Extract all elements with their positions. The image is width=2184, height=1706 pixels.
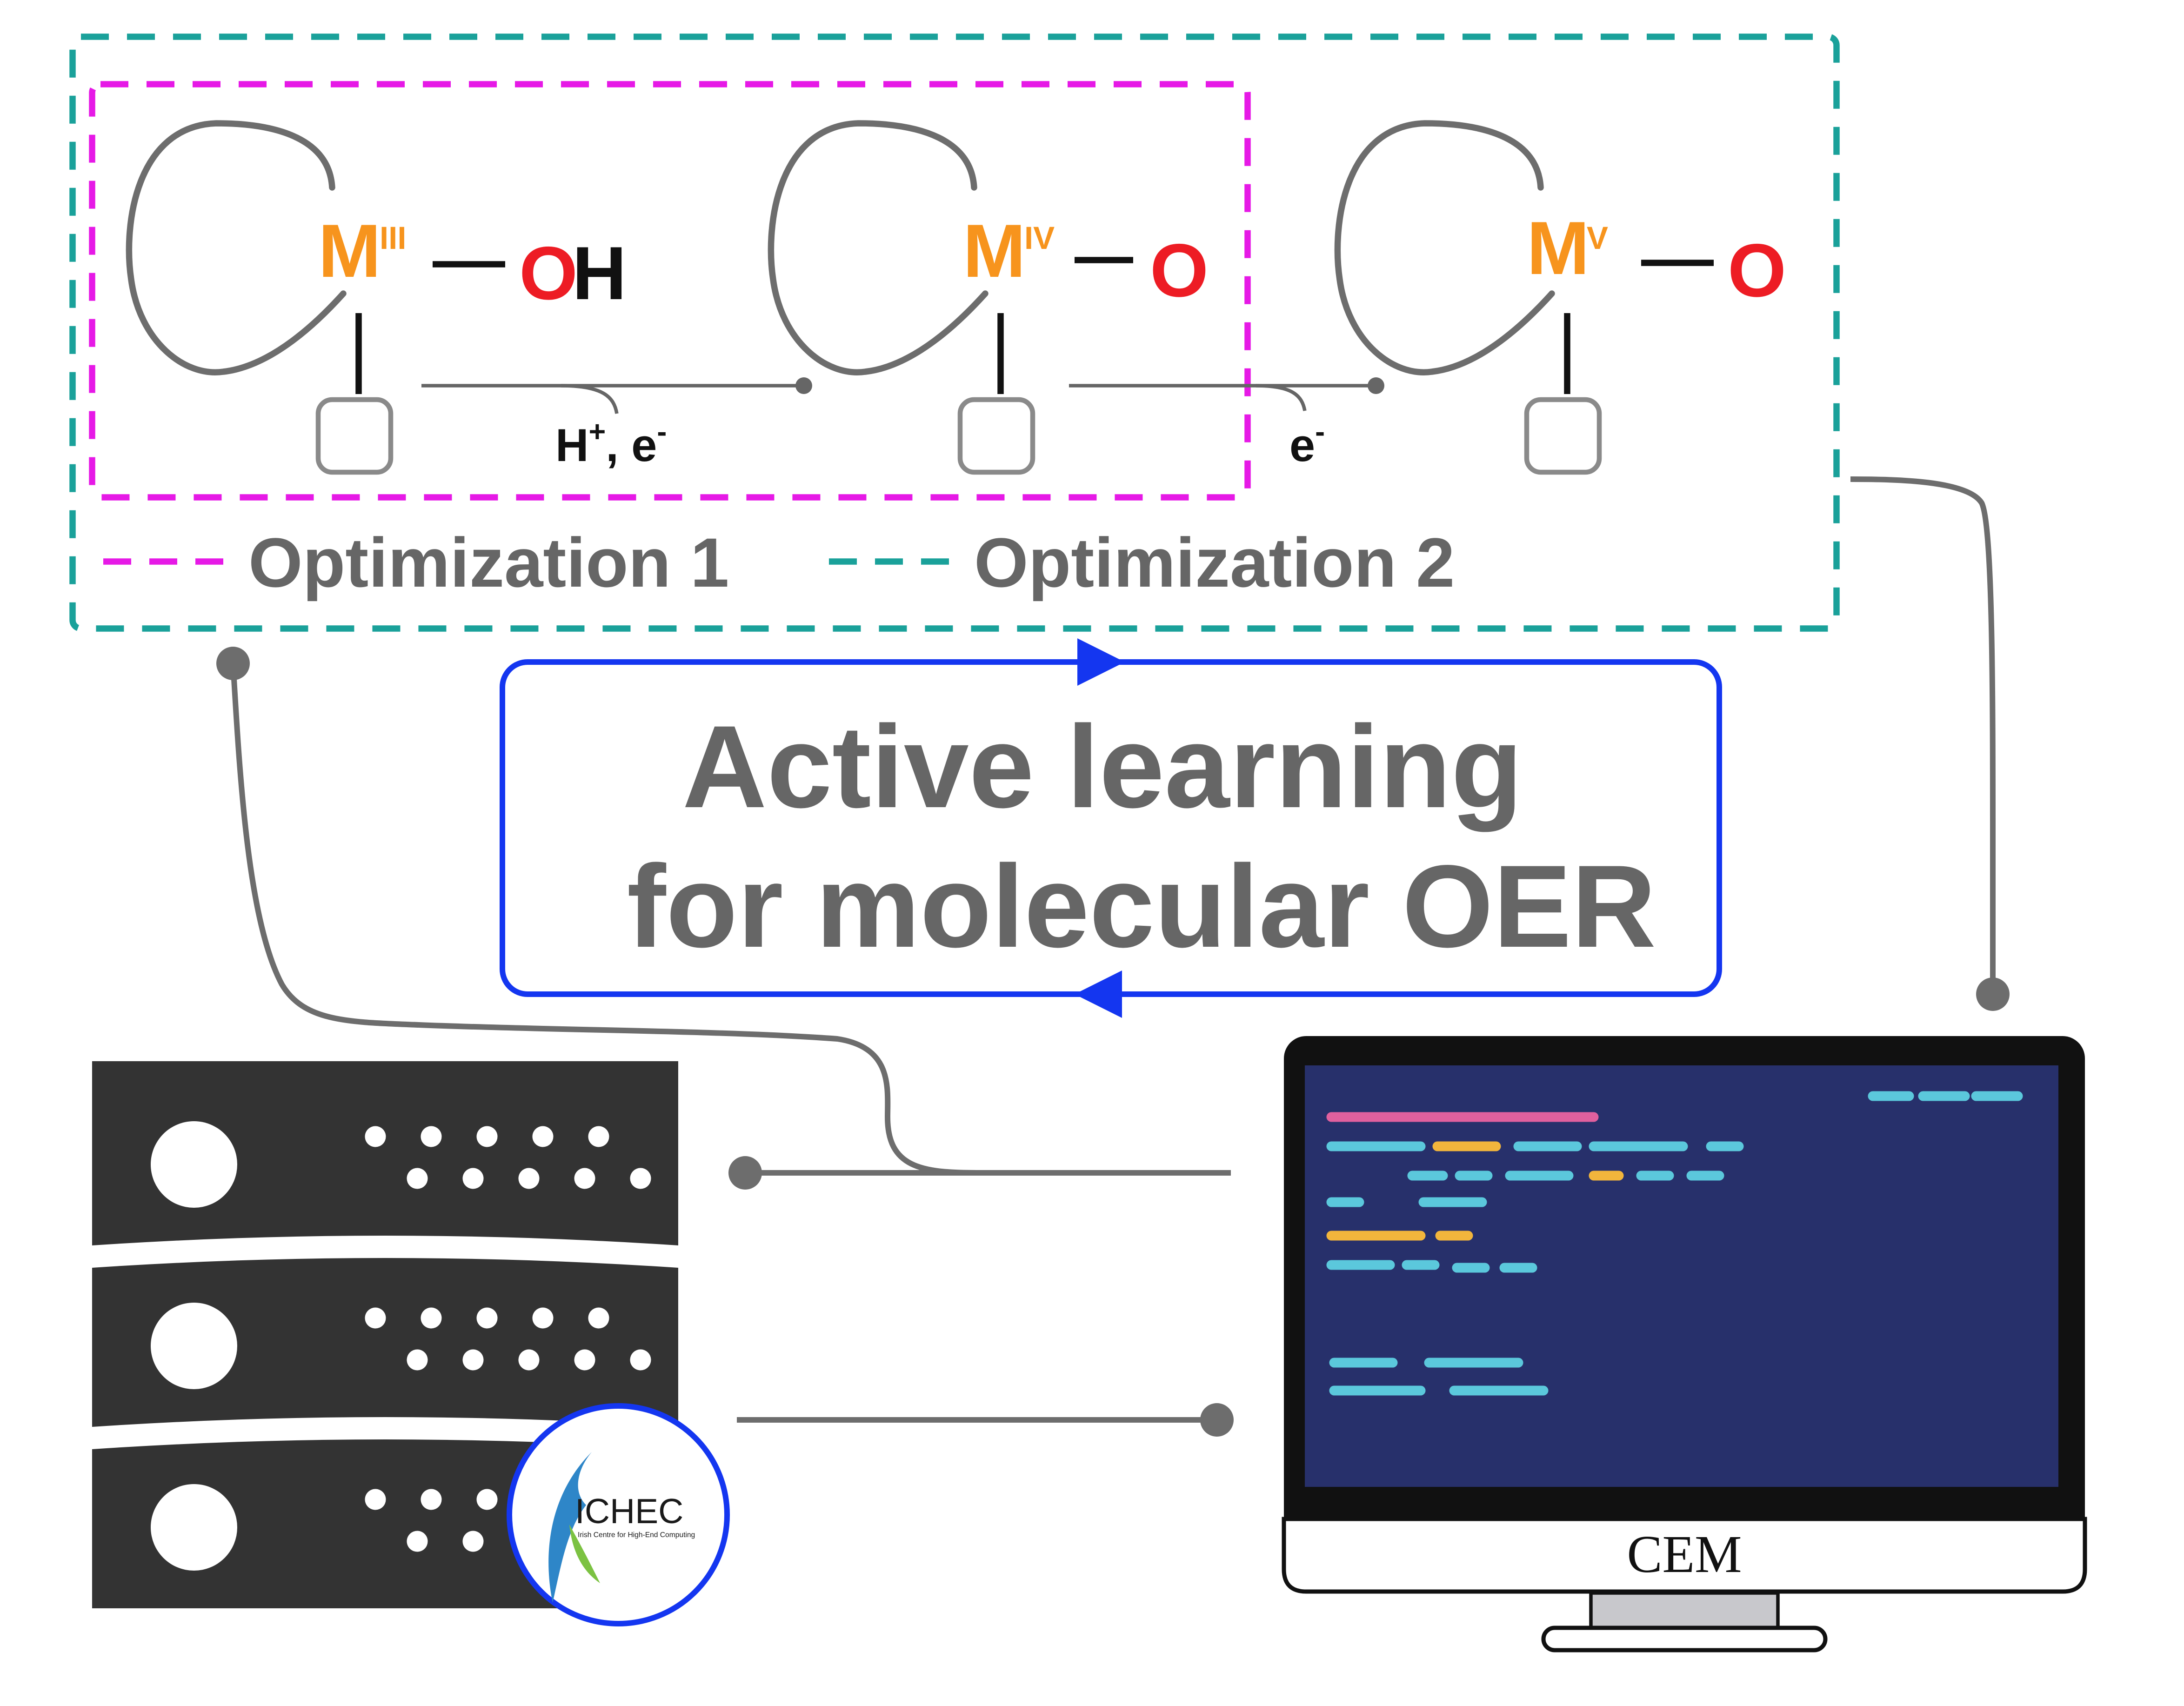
server-drive-disc — [151, 1484, 237, 1571]
hydrogen-label: H — [572, 231, 627, 315]
active-learning-cycle: Active learning for molecular OER — [500, 638, 1722, 1018]
reaction-arrow-hook — [561, 384, 619, 414]
server-led — [421, 1126, 442, 1147]
species-m3-oh: M III O H — [126, 120, 627, 475]
connector-dot — [1200, 1403, 1234, 1437]
server-led — [462, 1531, 484, 1552]
server-led — [462, 1349, 484, 1371]
species-m5-o: M V O — [1334, 120, 1786, 475]
legend-label-optimization-2: Optimization 2 — [974, 523, 1455, 602]
server-led — [518, 1168, 540, 1189]
monitor-stand — [1589, 1591, 1780, 1631]
ligand-loop-icon — [768, 120, 988, 375]
server-unit-2 — [92, 1258, 678, 1427]
oxygen-label: O — [1728, 228, 1786, 313]
server-led — [532, 1126, 554, 1147]
server-led — [365, 1489, 386, 1510]
title-line-1: Active learning — [682, 702, 1523, 832]
server-led — [421, 1489, 442, 1510]
server-led — [574, 1349, 595, 1371]
reaction-arrow-head-dot — [1368, 377, 1384, 394]
server-led — [518, 1349, 540, 1371]
server-led — [365, 1126, 386, 1147]
desktop-monitor-icon: CEM — [1282, 1036, 2087, 1652]
vacant-site-square — [315, 397, 394, 475]
connector-box-to-monitor — [1850, 476, 1996, 994]
server-led — [407, 1349, 428, 1371]
server-led — [476, 1307, 498, 1329]
reaction-arrow-hook — [1256, 384, 1307, 411]
ichec-logo-subtitle: Irish Centre for High-End Computing — [578, 1531, 695, 1539]
vacant-site-square — [957, 397, 1035, 475]
ligand-loop-icon — [126, 120, 347, 375]
optimization-legend: Optimization 1 Optimization 2 — [103, 523, 1455, 602]
ichec-logo-name: ICHEC — [575, 1492, 683, 1531]
reaction-step-label: H+, e- — [555, 415, 667, 471]
oxidation-state-superscript: III — [380, 220, 407, 256]
server-led — [365, 1307, 386, 1329]
server-drive-disc — [151, 1121, 237, 1208]
server-led — [630, 1168, 651, 1189]
reaction-step-2: e- — [1069, 377, 1384, 471]
cycle-arrow-icon — [1075, 970, 1122, 1018]
species-m4-o: M IV O — [768, 120, 1209, 475]
connector-dot — [1976, 977, 2010, 1011]
reaction-step-label: e- — [1289, 415, 1325, 471]
server-led — [407, 1531, 428, 1552]
server-led — [630, 1349, 651, 1371]
server-led — [462, 1168, 484, 1189]
ichec-logo: ICHEC Irish Centre for High-End Computin… — [507, 1403, 730, 1626]
cycle-arrow-icon — [1077, 638, 1125, 686]
server-unit-1 — [92, 1061, 678, 1245]
optimization-1-box — [89, 81, 1251, 501]
server-led — [421, 1307, 442, 1329]
ligand-loop-icon — [1334, 120, 1555, 375]
code-lines — [1326, 1091, 2023, 1396]
cem-logo: CEM — [1627, 1525, 1742, 1584]
server-led — [476, 1489, 498, 1510]
metal-label: M — [963, 209, 1026, 293]
monitor-screen — [1305, 1065, 2058, 1487]
title-line-2: for molecular OER — [627, 841, 1656, 972]
vacant-site-square — [1524, 397, 1602, 475]
reaction-step-1: H+, e- — [421, 377, 812, 471]
ichec-logo-leaf — [569, 1525, 600, 1583]
connector-optimization-to-monitor — [230, 663, 1231, 1176]
connectors — [216, 476, 2010, 1437]
server-led — [574, 1168, 595, 1189]
server-led — [588, 1307, 609, 1329]
server-led — [588, 1126, 609, 1147]
server-indicator-lights — [151, 1121, 651, 1571]
oxidation-state-superscript: V — [1587, 220, 1608, 256]
oxidation-state-superscript: IV — [1024, 220, 1055, 256]
metal-label: M — [1527, 206, 1590, 290]
optimization-2-box — [69, 33, 1840, 632]
metal-label: M — [318, 209, 381, 293]
oxygen-label: O — [1150, 228, 1209, 313]
server-led — [407, 1168, 428, 1189]
legend-label-optimization-1: Optimization 1 — [248, 523, 729, 602]
oxygen-label: O — [519, 231, 578, 315]
ichec-logo-circle — [507, 1403, 730, 1626]
monitor-base — [1541, 1626, 1828, 1652]
server-drive-disc — [151, 1303, 237, 1389]
reaction-arrow-head-dot — [795, 377, 812, 394]
monitor-chin — [1282, 1517, 2087, 1594]
server-led — [532, 1307, 554, 1329]
server-led — [476, 1126, 498, 1147]
